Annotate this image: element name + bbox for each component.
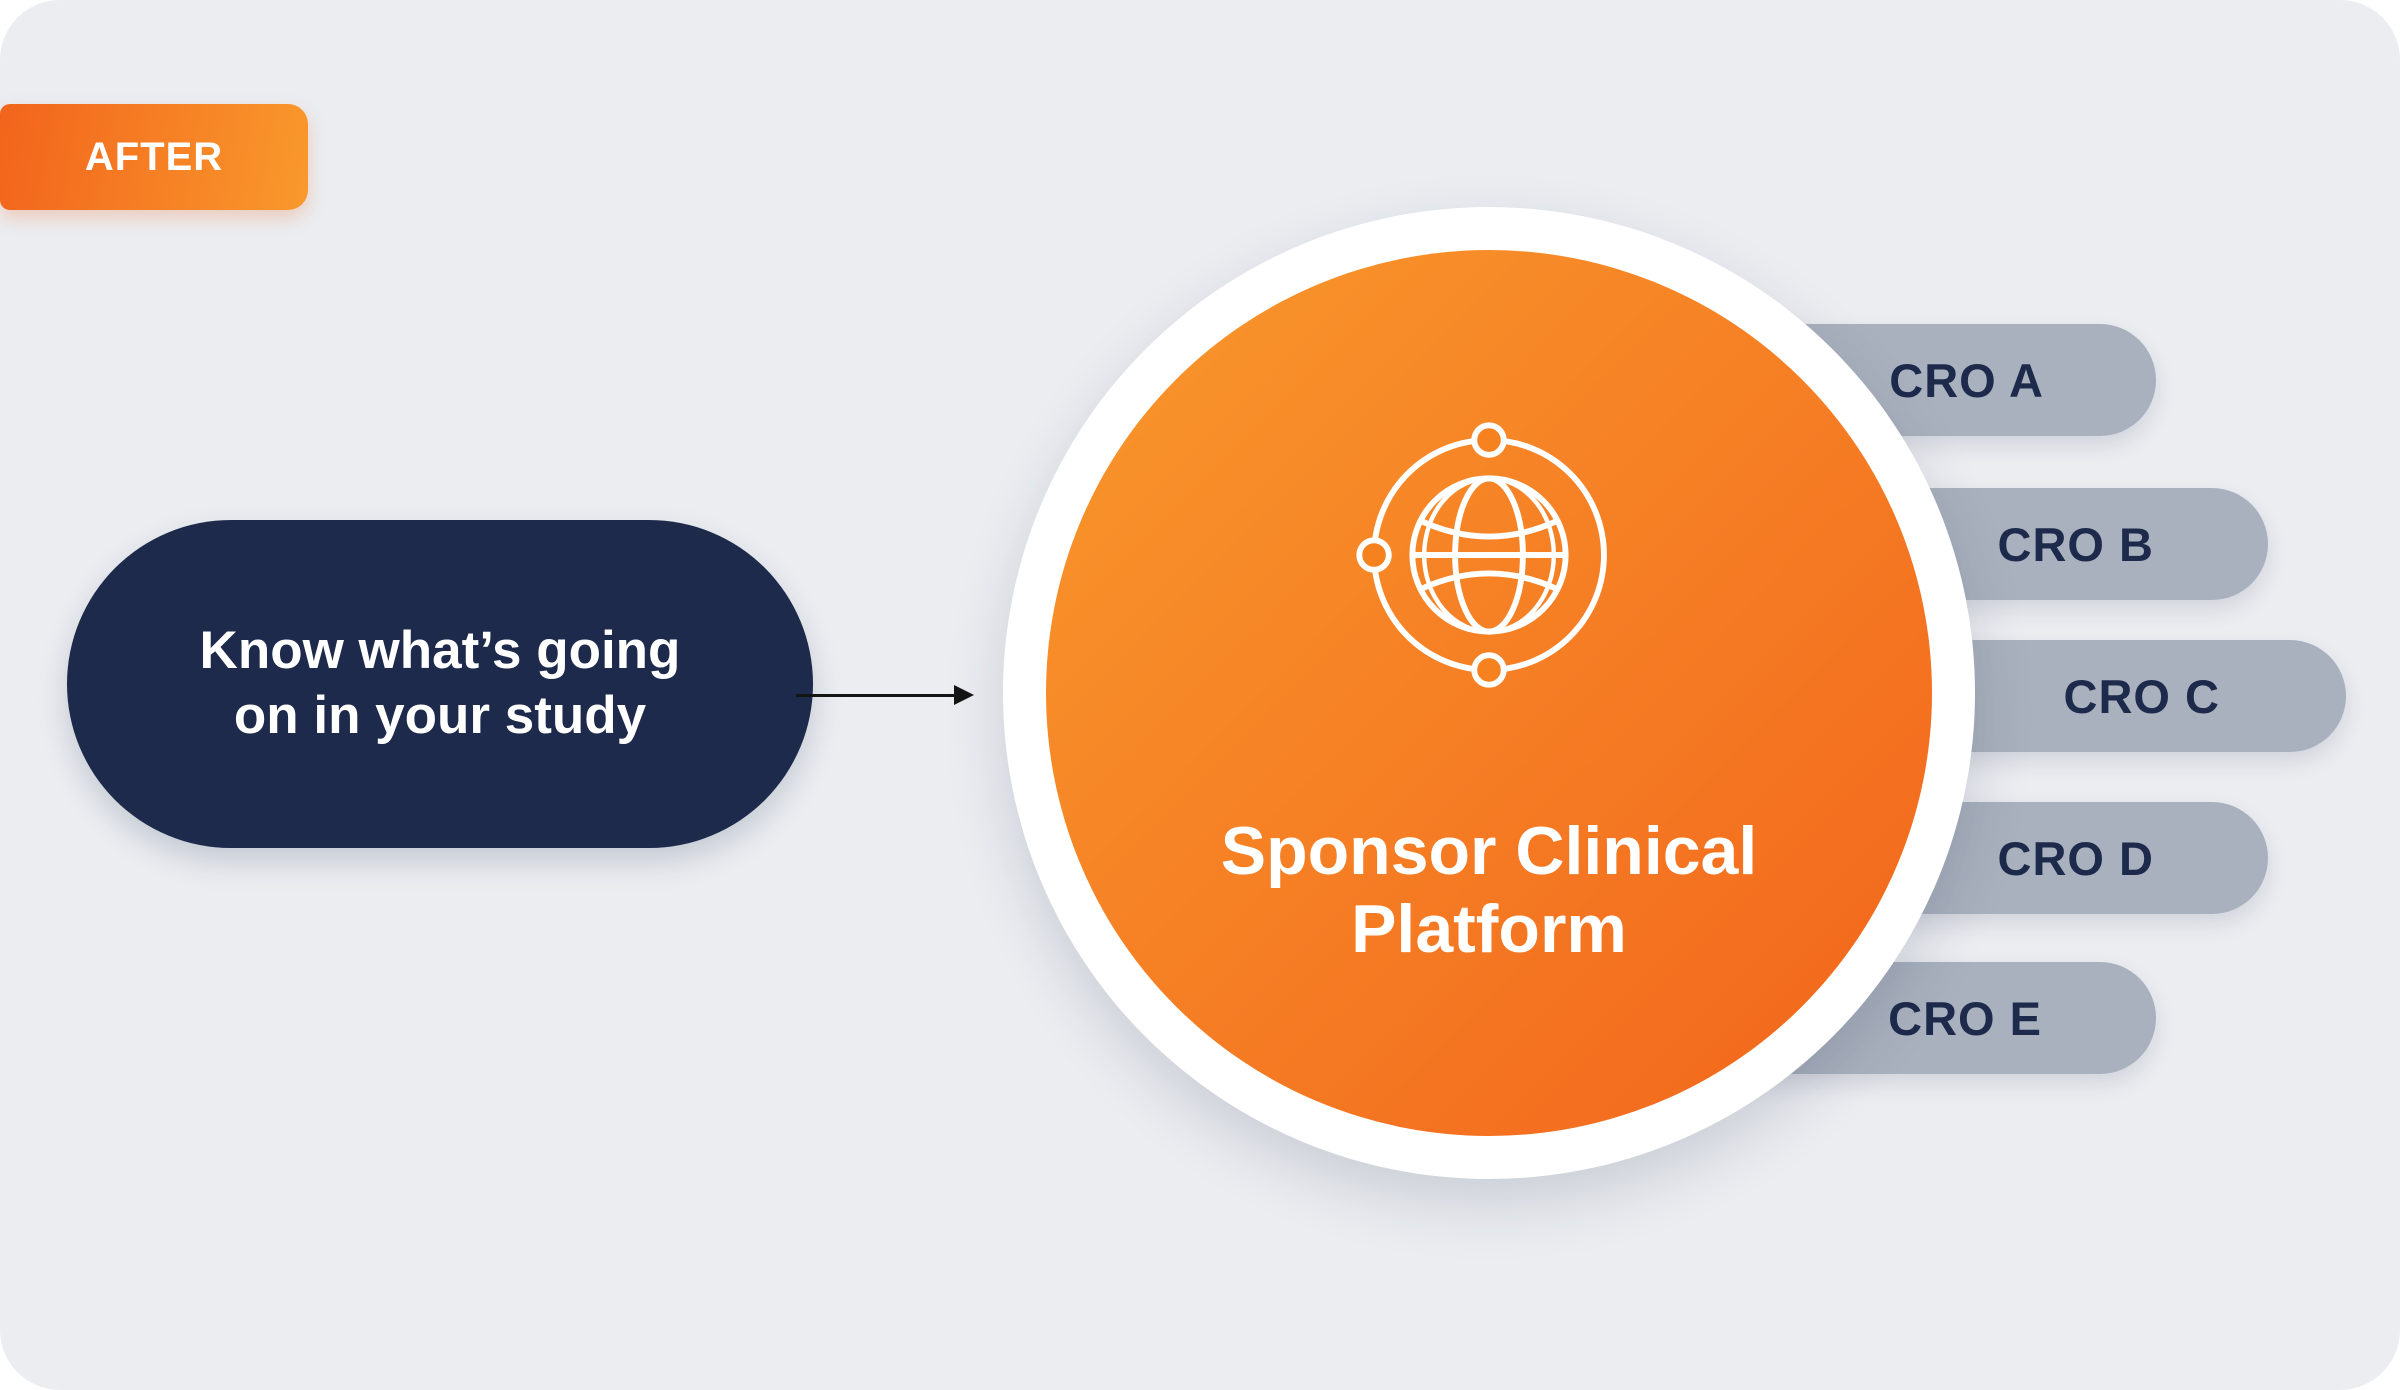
message-line-1: Know what’s going: [199, 621, 681, 681]
globe-network-icon: [1356, 422, 1607, 688]
arrow-connector: [796, 685, 974, 705]
cro-pill-e-label: CRO E: [1888, 991, 2042, 1045]
platform-title: Sponsor Clinical Platform: [1139, 812, 1839, 968]
after-badge-label: AFTER: [84, 134, 224, 179]
platform-title-line-2: Platform: [1351, 891, 1627, 968]
message-line-2: on in your study: [233, 686, 647, 745]
cro-pill-b-label: CRO B: [1997, 517, 2154, 571]
message-pill: Know what’s going on in your study: [67, 520, 813, 848]
cro-pill-a-label: CRO A: [1889, 353, 2044, 407]
platform-title-line-1: Sponsor Clinical: [1220, 813, 1758, 889]
platform-circle: Sponsor Clinical Platform: [1046, 250, 1932, 1136]
cro-pill-d-label: CRO D: [1997, 831, 2154, 885]
cro-pill-c-label: CRO C: [2063, 669, 2220, 723]
after-badge: AFTER: [0, 104, 308, 210]
platform-circle-outer-ring: Sponsor Clinical Platform: [1003, 207, 1975, 1179]
